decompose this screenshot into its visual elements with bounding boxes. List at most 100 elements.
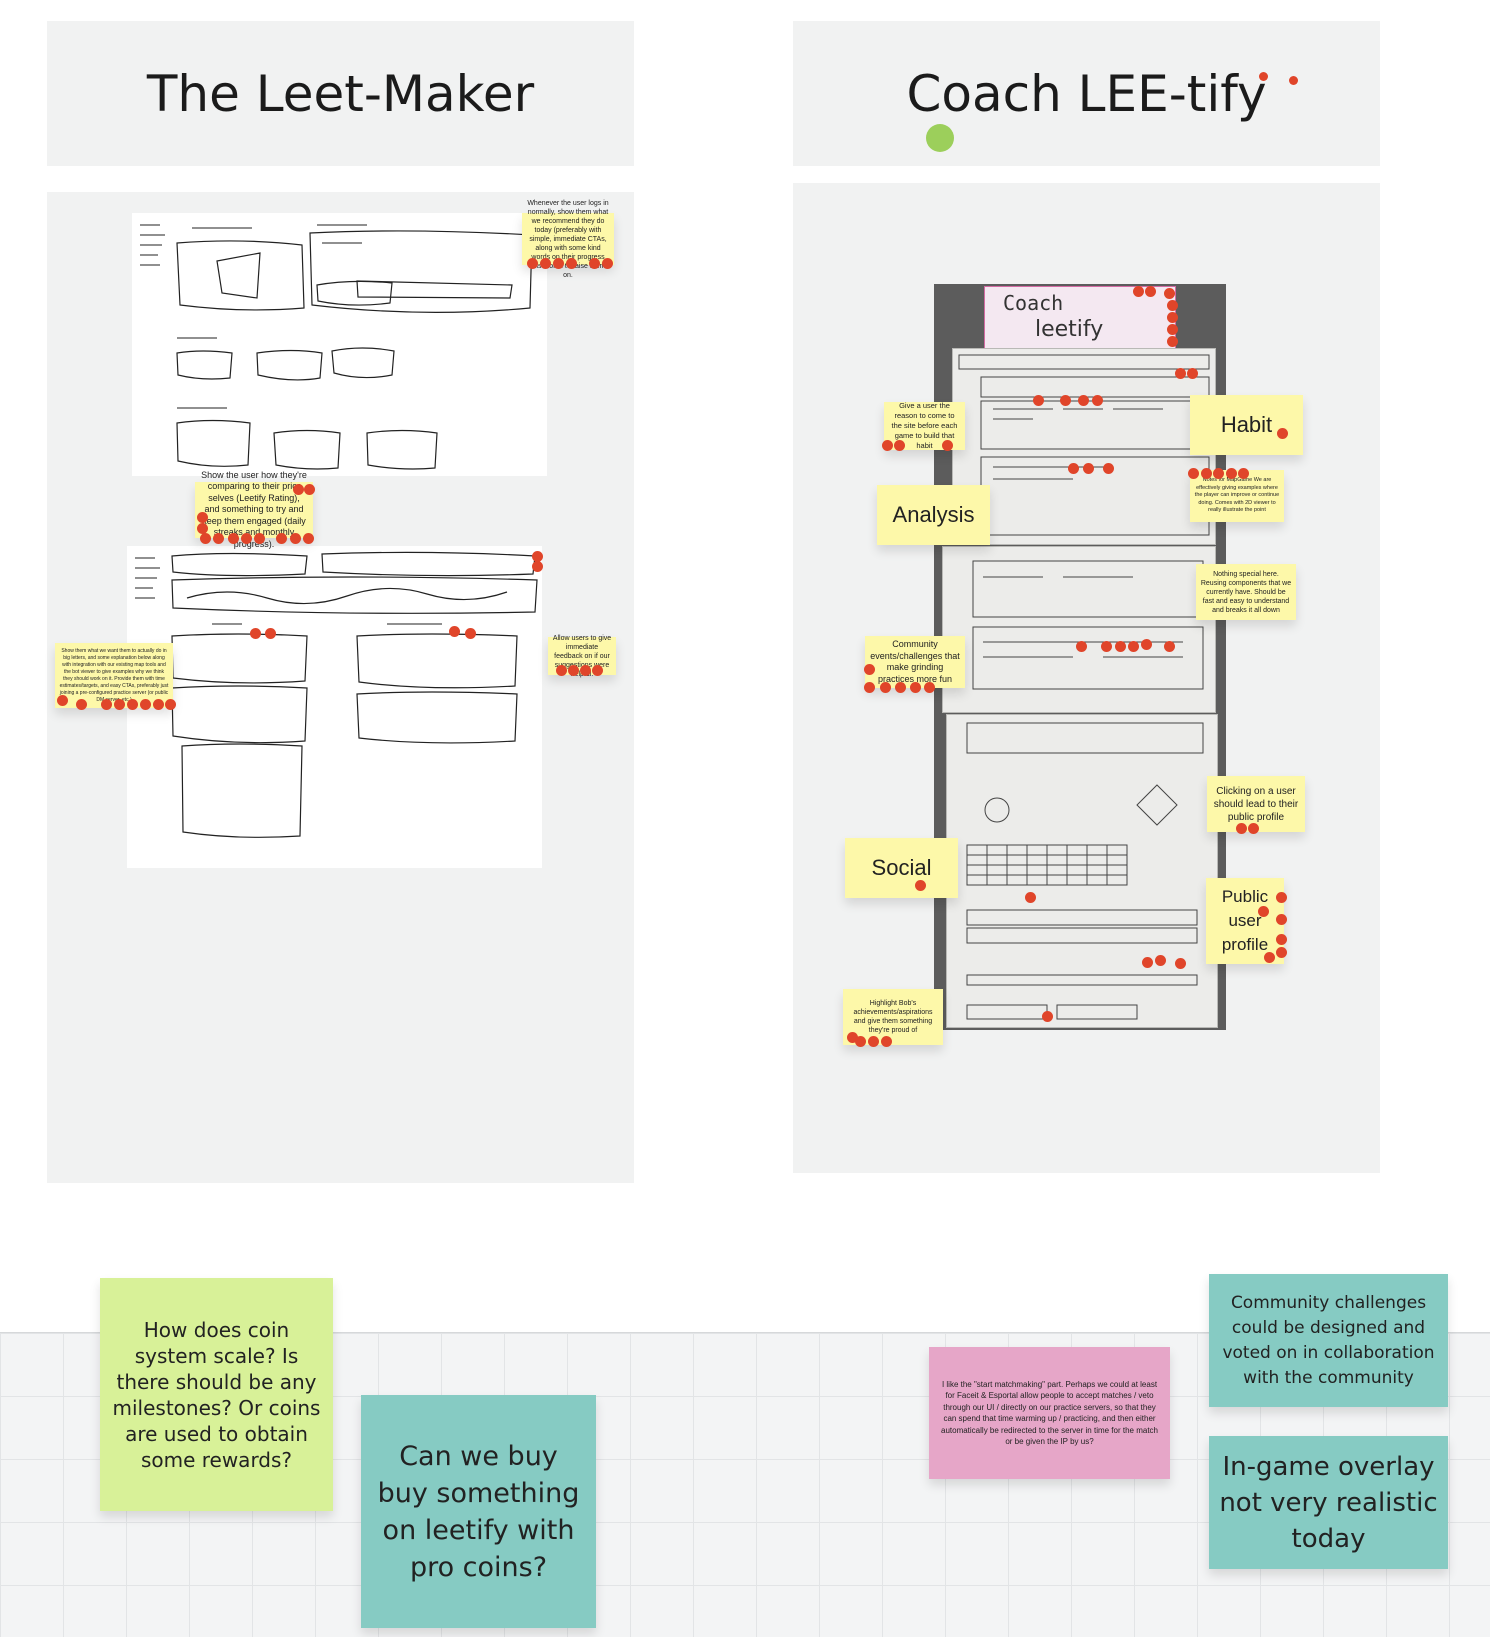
prototype-page-welcome xyxy=(952,348,1216,545)
frame-header-coach-leetify[interactable]: Coach LEE-tify xyxy=(793,21,1380,166)
sticky-note-clicking-user[interactable]: Clicking on a user should lead to their … xyxy=(1207,776,1305,832)
vote-dot-icon xyxy=(1236,823,1247,834)
sticky-note-mapgame[interactable]: Notes for MapGame We are effectively giv… xyxy=(1190,470,1284,522)
vote-dot-icon xyxy=(602,258,613,269)
vote-dot-icon xyxy=(915,880,926,891)
vote-dot-icon xyxy=(880,682,891,693)
vote-dot-icon xyxy=(881,1036,892,1047)
vote-dot-icon xyxy=(895,682,906,693)
vote-dot-icon xyxy=(1175,368,1186,379)
frame-header-leet-maker[interactable]: The Leet-Maker xyxy=(47,21,634,166)
vote-dot-icon xyxy=(580,665,591,676)
sticky-note-compare-prior-selves[interactable]: Show the user how they're comparing to t… xyxy=(195,470,313,549)
frame-title: The Leet-Maker xyxy=(146,64,535,123)
vote-dot-icon xyxy=(1175,958,1186,969)
vote-dot-icon xyxy=(1238,468,1249,479)
vote-dot-icon xyxy=(1264,952,1275,963)
vote-dot-icon xyxy=(1145,286,1156,297)
sticky-note-buy-with-coins[interactable]: Can we buy buy something on leetify with… xyxy=(361,1395,596,1628)
vote-dot-icon xyxy=(894,440,905,451)
sticky-note-public-profile[interactable]: Public user profile xyxy=(1206,878,1284,964)
vote-dot-icon xyxy=(589,258,600,269)
vote-dot-icon xyxy=(304,484,315,495)
vote-dot-icon xyxy=(1142,957,1153,968)
vote-dot-icon xyxy=(290,533,301,544)
vote-dot-icon xyxy=(1076,641,1087,652)
prototype-page-profile xyxy=(946,714,1218,1028)
vote-dot-icon xyxy=(1276,914,1287,925)
sticky-note-community-events[interactable]: Community events/challenges that make gr… xyxy=(865,636,965,688)
vote-dot-icon xyxy=(241,533,252,544)
vote-dot-icon xyxy=(556,665,567,676)
vote-dot-icon xyxy=(1167,336,1178,347)
vote-dot-icon xyxy=(864,682,875,693)
vote-dot-icon xyxy=(1164,641,1175,652)
vote-dot-icon xyxy=(1187,368,1198,379)
vote-dot-icon xyxy=(1258,906,1269,917)
vote-dot-icon xyxy=(1201,468,1212,479)
vote-dot-icon xyxy=(140,699,151,710)
vote-dot-icon xyxy=(532,561,543,572)
vote-dot-icon xyxy=(1248,823,1259,834)
wireframe-sketch-daily-plan[interactable] xyxy=(127,546,542,868)
presence-dot-icon xyxy=(926,124,954,152)
vote-dot-icon xyxy=(910,682,921,693)
vote-dot-icon xyxy=(449,626,460,637)
vote-dot-icon xyxy=(228,533,239,544)
vote-dot-icon xyxy=(76,699,87,710)
vote-dot-icon xyxy=(1155,955,1166,966)
prototype-title-card: Coach leetify xyxy=(984,286,1176,350)
vote-dot-icon xyxy=(254,533,265,544)
vote-dot-icon xyxy=(265,628,276,639)
vote-dot-icon xyxy=(1213,468,1224,479)
vote-dot-icon xyxy=(57,695,68,706)
paper-prototype-photo[interactable]: Coach leetify xyxy=(934,284,1226,1030)
vote-dot-icon xyxy=(1277,428,1288,439)
vote-dot-icon xyxy=(1167,312,1178,323)
vote-dot-icon xyxy=(532,551,543,562)
vote-dot-icon xyxy=(101,699,112,710)
vote-dot-icon xyxy=(864,664,875,675)
vote-dot-icon xyxy=(1259,72,1268,81)
vote-dot-icon xyxy=(197,512,208,523)
vote-dot-icon xyxy=(1141,639,1152,650)
vote-dot-icon xyxy=(1025,892,1036,903)
vote-dot-icon xyxy=(1167,300,1178,311)
vote-dot-icon xyxy=(1103,463,1114,474)
vote-dot-icon xyxy=(1133,286,1144,297)
sticky-note-analysis[interactable]: Analysis xyxy=(877,485,990,545)
vote-dot-icon xyxy=(1060,395,1071,406)
sticky-note-login-recommendation[interactable]: Whenever the user logs in normally, show… xyxy=(522,200,614,279)
vote-dot-icon xyxy=(127,699,138,710)
sticky-note-community-challenges[interactable]: Community challenges could be designed a… xyxy=(1209,1274,1448,1407)
sticky-note-big-letters[interactable]: Show them what we want them to actually … xyxy=(55,643,173,708)
sticky-note-highlight-bob[interactable]: Highlight Bob's achievements/aspirations… xyxy=(843,989,943,1045)
sticky-note-habit[interactable]: Habit xyxy=(1190,395,1303,455)
sticky-note-in-game-overlay[interactable]: In-game overlay not very realistic today xyxy=(1209,1436,1448,1569)
vote-dot-icon xyxy=(165,699,176,710)
vote-dot-icon xyxy=(882,440,893,451)
vote-dot-icon xyxy=(855,1036,866,1047)
vote-dot-icon xyxy=(114,699,125,710)
vote-dot-icon xyxy=(197,523,208,534)
vote-dot-icon xyxy=(553,258,564,269)
vote-dot-icon xyxy=(200,533,211,544)
prototype-title: Coach xyxy=(1003,291,1064,315)
sticky-note-social[interactable]: Social xyxy=(845,838,958,898)
sticky-note-coin-system[interactable]: How does coin system scale? Is there sho… xyxy=(100,1278,333,1511)
vote-dot-icon xyxy=(276,533,287,544)
vote-dot-icon xyxy=(1128,641,1139,652)
sticky-note-nothing-special[interactable]: Nothing special here. Reusing components… xyxy=(1196,564,1296,620)
vote-dot-icon xyxy=(568,665,579,676)
vote-dot-icon xyxy=(1188,468,1199,479)
sticky-note-start-matchmaking[interactable]: I like the "start matchmaking" part. Per… xyxy=(929,1347,1170,1479)
vote-dot-icon xyxy=(250,628,261,639)
prototype-page-analysis xyxy=(942,546,1216,713)
vote-dot-icon xyxy=(1033,395,1044,406)
vote-dot-icon xyxy=(592,665,603,676)
vote-dot-icon xyxy=(1101,641,1112,652)
vote-dot-icon xyxy=(1276,947,1287,958)
frame-title: Coach LEE-tify xyxy=(906,64,1267,123)
vote-dot-icon xyxy=(465,628,476,639)
wireframe-sketch-dashboard[interactable] xyxy=(132,213,547,476)
